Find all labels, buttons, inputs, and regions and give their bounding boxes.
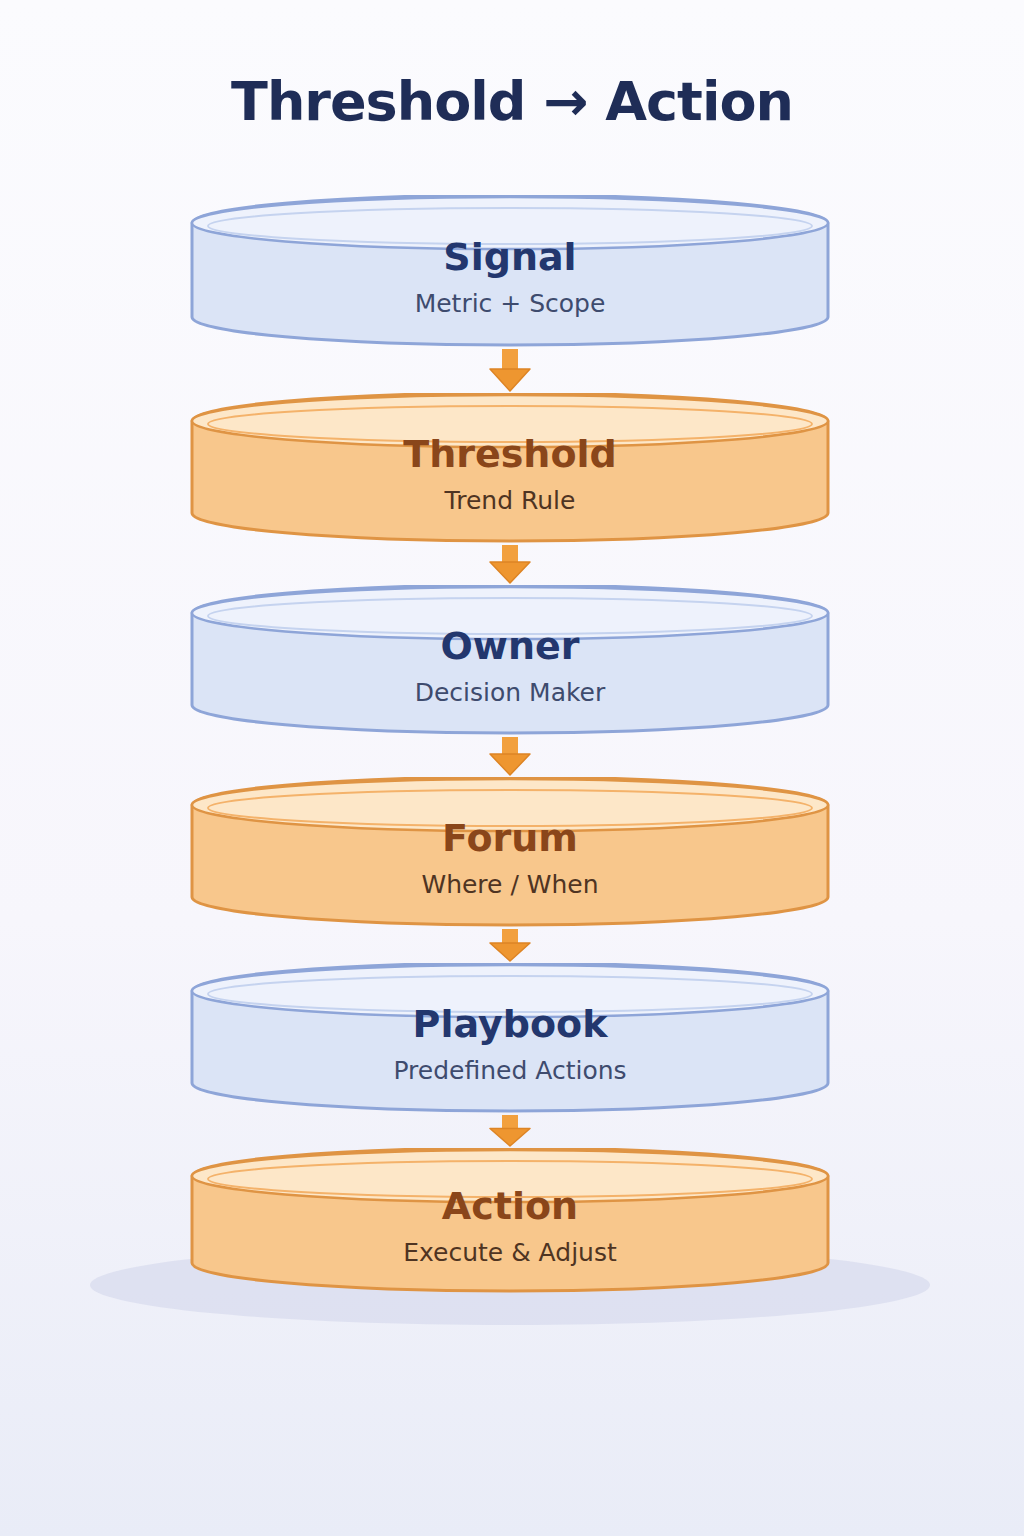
disc-heading: Signal xyxy=(443,236,576,280)
flow-arrow xyxy=(490,545,530,583)
disc-subtitle: Predefined Actions xyxy=(393,1055,626,1088)
arrow-shaft xyxy=(502,545,518,563)
disc-heading: Owner xyxy=(441,625,580,669)
disc-subtitle: Decision Maker xyxy=(415,677,606,710)
flow-arrow xyxy=(490,737,530,775)
arrow-shaft xyxy=(502,929,518,944)
disc-body xyxy=(192,1148,828,1291)
arrow-head xyxy=(490,369,530,391)
disc-heading: Threshold xyxy=(403,433,617,477)
flow-arrow xyxy=(490,929,530,961)
arrow-head xyxy=(490,754,530,775)
disc-subtitle: Trend Rule xyxy=(445,485,576,518)
shield-icon xyxy=(266,1172,346,1256)
chart-icon xyxy=(260,208,396,320)
forum-icon xyxy=(230,812,386,898)
disc-heading: Action xyxy=(442,1185,578,1229)
arrow-shaft xyxy=(502,349,518,370)
disc-body xyxy=(192,195,828,345)
disc-subtitle: Where / When xyxy=(421,869,598,902)
arrow-shaft xyxy=(502,1115,518,1130)
stack-disc: PlaybookPredefined Actions xyxy=(190,963,830,1113)
threshold-icon xyxy=(252,420,375,514)
stack-disc: OwnerDecision Maker xyxy=(190,585,830,735)
diagram-title: Threshold → Action xyxy=(0,70,1024,133)
disc-subtitle: Metric + Scope xyxy=(415,288,606,321)
stack-disc: ActionExecute & Adjust xyxy=(190,1148,830,1293)
flow-arrow xyxy=(490,349,530,391)
arrow-shaft xyxy=(502,737,518,755)
arrow-head xyxy=(490,562,530,583)
disc-subtitle: Execute & Adjust xyxy=(403,1237,617,1270)
owner-icon xyxy=(236,608,378,698)
stack-disc: ForumWhere / When xyxy=(190,777,830,927)
arrow-head xyxy=(490,943,530,961)
disc-heading: Forum xyxy=(442,817,578,861)
playbook-icon: $ xyxy=(240,986,364,1072)
stack-disc: ThresholdTrend Rule xyxy=(190,393,830,543)
svg-text:$: $ xyxy=(340,1045,354,1069)
flow-arrow xyxy=(490,1115,530,1146)
disc-body xyxy=(192,585,828,733)
disc-body xyxy=(192,393,828,541)
arrow-head xyxy=(490,1129,530,1147)
disc-body xyxy=(192,963,828,1111)
stack-disc: SignalMetric + Scope xyxy=(190,195,830,347)
disc-heading: Playbook xyxy=(413,1003,608,1047)
disc-body xyxy=(192,777,828,925)
